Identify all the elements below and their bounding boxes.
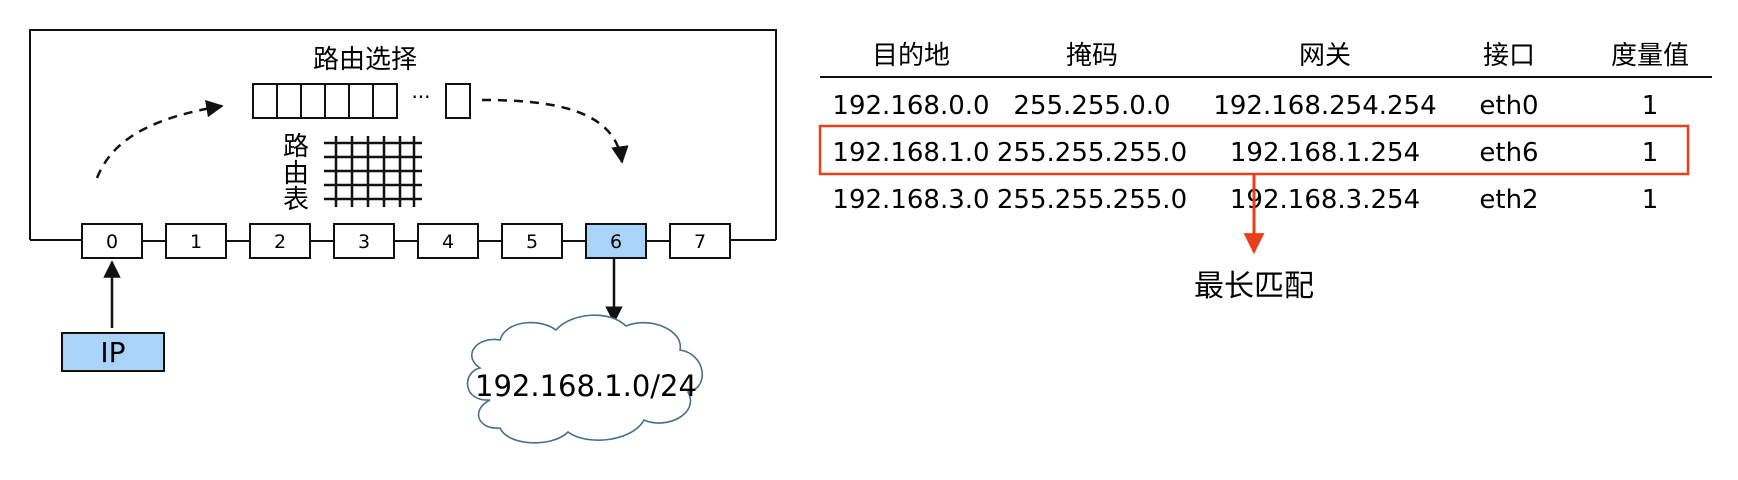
route-cell-r2-c2: 192.168.3.254 [1230,185,1420,215]
router-box [29,29,777,241]
port-4 [417,223,479,259]
route-cell-r2-c1: 255.255.255.0 [997,185,1187,215]
route-cell-r1-c0: 192.168.1.0 [832,138,989,168]
route-cell-r2-c4: 1 [1642,185,1659,215]
port-1 [165,223,227,259]
header-metric: 度量值 [1611,41,1689,71]
longest-match-label: 最长匹配 [1194,269,1314,304]
route-cell-r1-c3: eth6 [1479,138,1538,168]
port-6 [585,223,647,259]
ip-packet-label: IP [100,336,125,369]
queue-ellipsis: ··· [411,85,430,109]
port-label-5: 5 [526,231,538,253]
ip-packet [61,332,165,372]
route-table-headers: 目的地 掩码 网关 接口 度量值 [872,41,1689,71]
port-label-7: 7 [694,231,706,253]
port-label-6: 6 [610,231,622,253]
routing-table-grid [324,136,422,207]
header-gateway: 网关 [1299,41,1351,71]
route-cell-r1-c4: 1 [1642,138,1659,168]
port-0 [81,223,143,259]
port-7 [669,223,731,259]
dashed-arrow-in [95,99,224,179]
route-table-rows: 192.168.0.0 255.255.0.0 192.168.254.254 eth… [832,91,1658,215]
route-selection-label: 路由选择 [313,45,417,75]
header-destination: 目的地 [872,41,950,71]
route-cell-r2-c3: eth2 [1479,185,1538,215]
port-label-0: 0 [106,231,118,253]
selection-queue [252,83,471,119]
port-label-4: 4 [442,231,454,253]
port-label-2: 2 [274,231,286,253]
destination-cloud [466,314,703,444]
routing-table-label-char-3: 表 [283,185,309,215]
dashed-arrow-out [481,98,629,164]
route-cell-r1-c1: 255.255.255.0 [997,138,1187,168]
route-cell-r2-c0: 192.168.3.0 [832,185,989,215]
routing-table-label-char-1: 路 [283,132,309,162]
route-cell-r0-c3: eth0 [1479,91,1538,121]
route-cell-r0-c2: 192.168.254.254 [1213,91,1436,121]
header-interface: 接口 [1483,41,1535,71]
route-cell-r0-c1: 255.255.0.0 [1013,91,1170,121]
port-label-1: 1 [190,231,202,253]
destination-cloud-label: 192.168.1.0/24 [475,369,697,403]
port-row: 0 1 2 3 4 5 6 7 [81,223,731,259]
port-2 [249,223,311,259]
route-cell-r1-c2: 192.168.1.254 [1230,138,1420,168]
routing-table-label-char-2: 由 [283,159,309,189]
header-mask: 掩码 [1066,41,1118,71]
port-label-3: 3 [358,231,370,253]
route-cell-r0-c0: 192.168.0.0 [832,91,989,121]
route-cell-r0-c4: 1 [1642,91,1659,121]
